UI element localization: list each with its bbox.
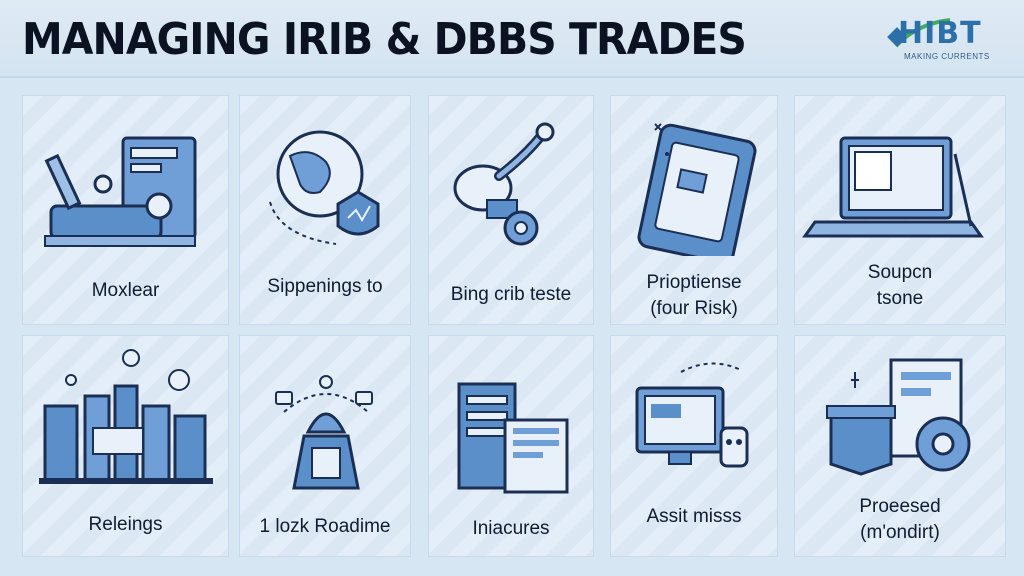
- factory-gear-icon: [826, 358, 971, 476]
- globe-shield-icon: [269, 130, 380, 245]
- monitor-robot-icon: [635, 362, 749, 468]
- card-2[interactable]: Sippenings to: [239, 95, 411, 325]
- card-6[interactable]: Releings: [22, 335, 229, 557]
- card-8[interactable]: Iniacures: [428, 335, 594, 557]
- industrial-machine-icon: [44, 136, 197, 247]
- tablet-device-icon: [637, 123, 757, 256]
- card-3[interactable]: Bing crib teste: [428, 95, 594, 325]
- logo-text: HIBT: [898, 16, 982, 51]
- logo-subtitle: MAKING CURRENTS: [904, 52, 990, 61]
- brand-logo: HIBT MAKING CURRENTS: [886, 12, 1016, 66]
- laptop-icon: [802, 136, 984, 238]
- card-label: Sippenings to: [267, 276, 383, 297]
- card-1[interactable]: Moxlear: [22, 95, 229, 325]
- card-label: Bing crib teste: [450, 284, 572, 305]
- city-skyline-icon: [39, 349, 213, 484]
- server-documents-icon: [457, 382, 569, 494]
- card-4[interactable]: Prioptiense(four Risk): [610, 95, 778, 325]
- page-title: MANAGING IRIB & DBBS TRADES: [22, 14, 747, 65]
- logo-swoosh-icon: [887, 18, 951, 48]
- card-label: Iniacures: [472, 518, 550, 539]
- dome-tower-icon: [275, 375, 373, 490]
- card-label: Proeesed(m'ondirt): [859, 496, 941, 543]
- card-label: Moxlear: [91, 280, 160, 301]
- robotic-arm-icon: [453, 122, 555, 246]
- card-label: Assit misss: [646, 506, 742, 527]
- card-label: Releings: [88, 514, 163, 535]
- card-10[interactable]: Proeesed(m'ondirt): [794, 335, 1006, 557]
- card-label: Prioptiense(four Risk): [646, 272, 742, 319]
- card-7[interactable]: 1 lozk Roadime: [239, 335, 411, 557]
- card-label: 1 lozk Roadime: [259, 516, 391, 537]
- header-bar: MANAGING IRIB & DBBS TRADES HIBT MAKING …: [0, 0, 1024, 78]
- card-9[interactable]: Assit misss: [610, 335, 778, 557]
